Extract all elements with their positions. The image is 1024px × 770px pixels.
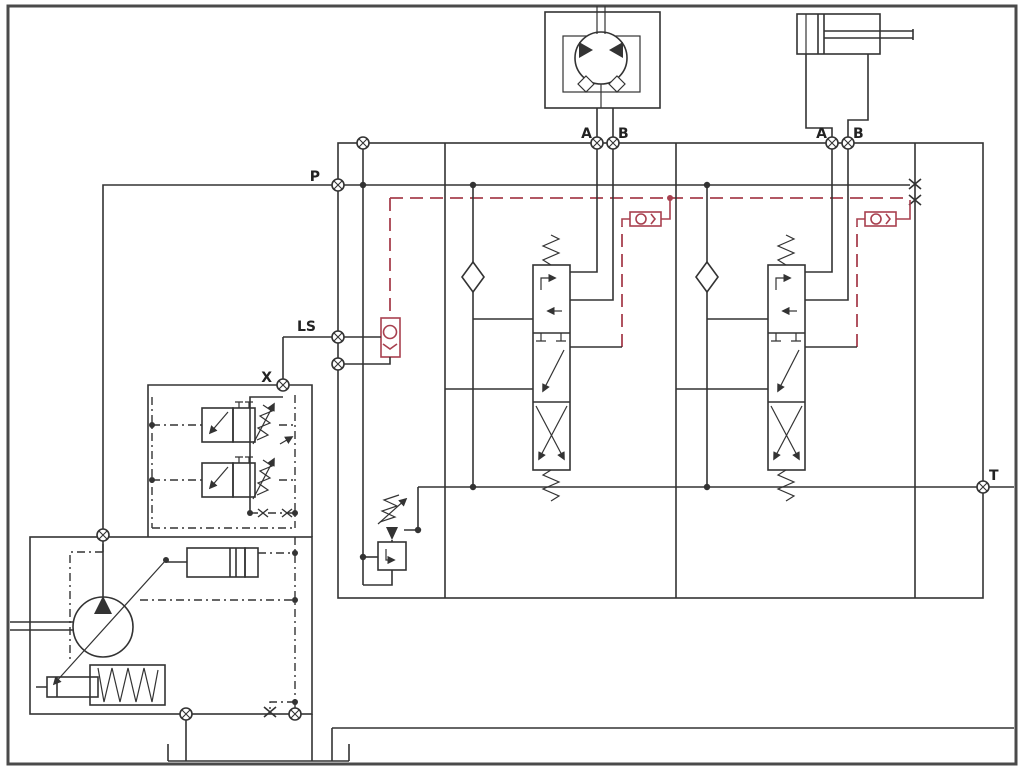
label-cylinder-a: A (816, 126, 827, 142)
dcv-section-1 (445, 143, 671, 502)
pilot-relief-valve (359, 487, 422, 586)
shuttle-valve-2 (856, 200, 911, 227)
variable-displacement-arrow-icon (52, 559, 167, 686)
inlet-section (283, 143, 422, 586)
port-p (331, 178, 345, 192)
pump-flow-triangle-icon (94, 596, 112, 614)
spring-icon (776, 469, 796, 502)
spring-actuator (36, 664, 166, 706)
pump-regulator-block (147, 337, 313, 537)
valve-spool-1 (532, 264, 571, 471)
valve-spool-2 (767, 264, 806, 471)
port-ls-upper (331, 330, 345, 344)
regulator-valve-2 (201, 456, 275, 500)
label-p: P (310, 169, 320, 185)
port-pump-drain-1 (179, 707, 193, 721)
label-motor-b: B (618, 126, 629, 142)
piston-rod-icon (824, 29, 914, 40)
hydraulic-motor-icon (574, 31, 628, 85)
pump-assembly (10, 536, 313, 761)
servo-cylinder (166, 547, 259, 578)
dcv-section-2 (676, 143, 911, 502)
port-t (976, 480, 990, 494)
port-motor-a (590, 136, 604, 150)
hydraulic-cylinder (796, 13, 914, 143)
check-valve-icon (461, 260, 485, 294)
port-pump-out (96, 528, 110, 542)
port-ls-lower (331, 357, 345, 371)
port-pump-drain-2 (288, 707, 302, 721)
motor-shaft-icon (596, 6, 606, 34)
hydraulic-motor-assembly (544, 6, 661, 143)
ports (96, 136, 990, 721)
port-x (276, 378, 290, 392)
label-x: X (261, 370, 272, 386)
pump-shaft-icon (10, 621, 73, 631)
load-sense-rail (389, 194, 922, 347)
spring-icon (541, 234, 561, 266)
label-ls: LS (297, 319, 316, 335)
valve-manifold-block (337, 142, 1014, 599)
pressure-line-p (102, 178, 922, 535)
port-labels: P LS X T A B A B (261, 126, 999, 484)
spring-icon (541, 469, 561, 502)
label-t: T (989, 468, 999, 484)
spring-icon (776, 234, 796, 266)
port-cylinder-a (825, 136, 839, 150)
port-top-unlabeled (356, 136, 370, 150)
label-motor-a: A (581, 126, 592, 142)
spring-icon (97, 667, 159, 703)
drawing-frame (6, 4, 1018, 766)
shuttle-valve-1 (621, 198, 671, 227)
label-cylinder-b: B (853, 126, 864, 142)
piston-icon (817, 14, 825, 54)
orifice-icon (257, 508, 269, 518)
regulator-valve-1 (201, 401, 275, 445)
check-valve-icon (695, 260, 719, 294)
ls-shuttle-valve (283, 317, 401, 365)
